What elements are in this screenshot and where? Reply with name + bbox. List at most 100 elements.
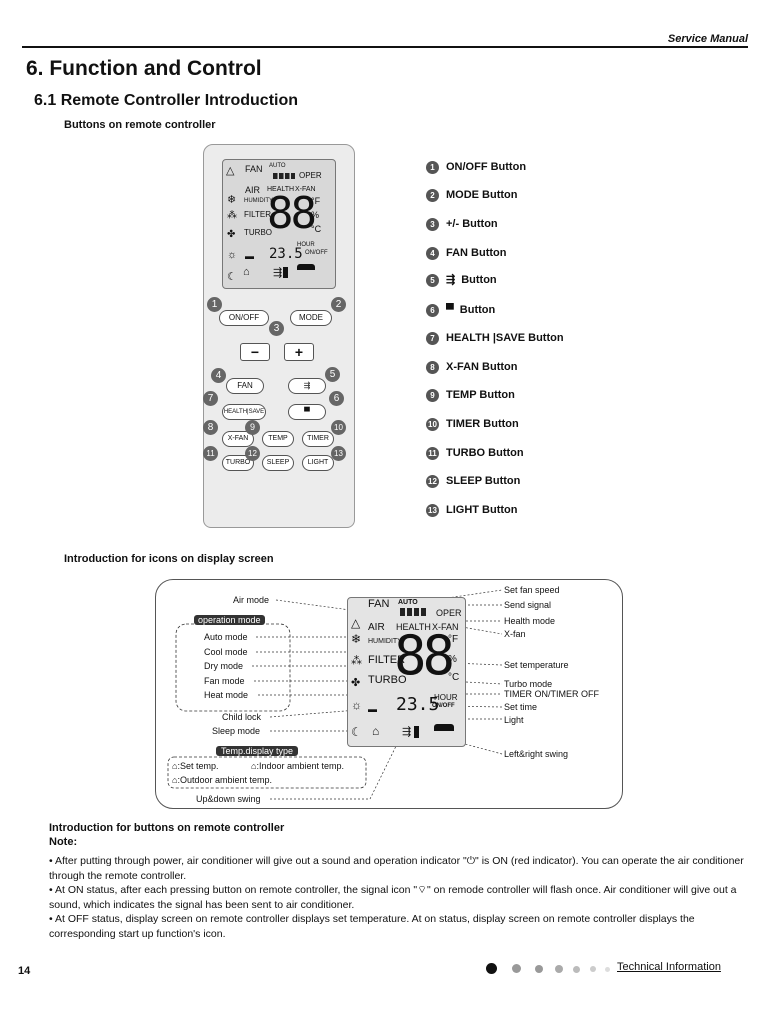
lcd-small-digits: 23.5 [396, 694, 440, 715]
lcd-percent: % [448, 654, 457, 665]
icons-heading: Introduction for icons on display screen [64, 553, 274, 565]
heat-icon: ☼ [351, 698, 362, 712]
lcd-oper: OPER [299, 171, 322, 180]
lcd-health: HEALTH [396, 622, 431, 632]
callout-6: 6 [329, 391, 344, 406]
progress-dot [555, 965, 563, 973]
lcd-air: AIR [245, 185, 261, 195]
progress-dot [486, 963, 497, 974]
lcd-onoff: ON/OFF [432, 703, 455, 709]
label-turbo-mode: Turbo mode [504, 679, 553, 689]
label-air-mode: Air mode [233, 595, 270, 605]
temp-button[interactable]: TEMP [262, 431, 294, 447]
callout-4: 4 [211, 368, 226, 383]
callout-11: 11 [203, 446, 218, 461]
cool-icon: ❄ [227, 194, 237, 206]
label-timer-onoff: TIMER ON/TIMER OFF [504, 689, 599, 699]
mode-button[interactable]: MODE [290, 310, 332, 326]
lcd-unit-c: °C [448, 672, 460, 683]
lcd-onoff: ON/OFF [305, 250, 328, 256]
leftright-swing-icon [297, 264, 315, 270]
light-button[interactable]: LIGHT [302, 455, 334, 471]
lcd-oper: OPER [436, 608, 462, 618]
dry-icon: ⁂ [227, 210, 237, 221]
health-save-button[interactable]: HEALTH|SAVE [222, 404, 266, 420]
lock-icon: ▬ [368, 704, 377, 714]
callout-12: 12 [245, 446, 260, 461]
label-set-temperature: Set temperature [504, 660, 569, 670]
lcd-xfan: X-FAN [295, 186, 316, 193]
lock-icon: ▬ [245, 251, 254, 261]
label-light: Light [504, 715, 524, 725]
lcd-air: AIR [368, 622, 385, 633]
label-xfan: X-fan [504, 629, 526, 639]
temp-display-icon: ⌂ [243, 266, 250, 278]
callout-7: 7 [203, 391, 218, 406]
leftright-swing-icon: ▀ [446, 304, 454, 316]
updown-swing-icon: ⇶ [402, 726, 412, 738]
lcd-hour: HOUR [434, 693, 458, 702]
heat-icon: ☼ [227, 249, 238, 261]
section-title: 6.1 Remote Controller Introduction [34, 92, 299, 109]
lcd-auto: AUTO [269, 163, 286, 169]
header-rule [22, 46, 748, 48]
list-item: 6▀Button [426, 303, 495, 317]
lcd-xfan: X-FAN [432, 622, 459, 632]
remote-lcd: △ FAN AUTO OPER AIR HEALTH X-FAN ❄ ⁂ ✤ ☼… [222, 159, 336, 289]
sleep-icon: ☾ [351, 725, 362, 739]
minus-button[interactable]: − [240, 343, 270, 361]
updown-swing-button[interactable]: ⇶ [288, 378, 326, 394]
label-cool-mode: Cool mode [204, 647, 248, 657]
outdoor-home-icon: ⌂ [172, 775, 178, 785]
page-title: 6. Function and Control [26, 57, 262, 80]
label-sleep-mode: Sleep mode [212, 726, 261, 736]
lcd-humidity: HUMIDITY [244, 198, 273, 204]
callout-3: 3 [269, 321, 284, 336]
callout-2: 2 [331, 297, 346, 312]
list-item: 3+/- Button [426, 217, 498, 231]
callout-13: 13 [331, 446, 346, 461]
swing-bar-icon [414, 726, 419, 738]
leftright-swing-button[interactable]: ▀ [288, 404, 326, 420]
callout-5: 5 [325, 367, 340, 382]
progress-dot [535, 965, 543, 973]
lcd-percent: % [311, 210, 320, 220]
footer-section: Technical Information [617, 961, 721, 973]
sleep-icon: ☾ [227, 271, 237, 283]
fan-button[interactable]: FAN [226, 378, 264, 394]
plus-button[interactable]: + [284, 343, 314, 361]
page-number: 14 [18, 965, 31, 977]
label-dry-mode: Dry mode [204, 661, 244, 671]
lcd-auto: AUTO [398, 599, 418, 606]
sleep-button[interactable]: SLEEP [262, 455, 294, 471]
lcd-hour: HOUR [297, 242, 315, 248]
lcd-unit-c: °C [311, 224, 322, 234]
progress-dot [512, 964, 521, 973]
xfan-button[interactable]: X-FAN [222, 431, 254, 447]
lcd-big-digits: 88 [267, 188, 317, 239]
lcd-health: HEALTH [267, 186, 295, 193]
manual-label: Service Manual [667, 33, 748, 45]
label-updown-swing: Up&down swing [196, 794, 261, 804]
timer-button[interactable]: TIMER [302, 431, 334, 447]
fan-speed-icon [273, 173, 295, 179]
cool-icon: ❄ [351, 632, 362, 646]
list-item: 5⇶Button [426, 273, 497, 287]
note-item: • At ON status, after each pressing butt… [49, 884, 737, 911]
lcd-humidity: HUMIDITY [368, 638, 402, 645]
turbo-button[interactable]: TURBO [222, 455, 254, 471]
auto-icon: △ [226, 165, 235, 177]
buttons-heading: Buttons on remote controller [64, 119, 216, 131]
label-indoor-temp: ⌂:Indoor ambient temp. [251, 761, 344, 771]
label-send-signal: Send signal [504, 600, 552, 610]
onoff-button[interactable]: ON/OFF [219, 310, 269, 326]
progress-dot [573, 966, 580, 973]
lcd-big-digits: 88 [394, 624, 455, 687]
